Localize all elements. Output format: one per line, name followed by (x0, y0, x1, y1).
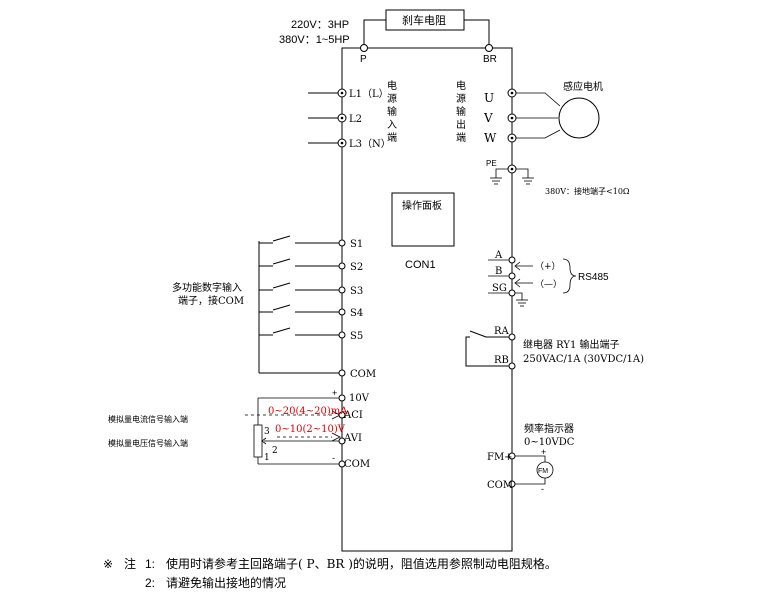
svg-text:源: 源 (456, 92, 466, 105)
analog-plus: + (332, 388, 337, 398)
svg-text:请避免输出接地的情况: 请避免输出接地的情况 (166, 575, 286, 590)
fm-minus-sign: - (541, 484, 544, 494)
terminal-s2: S2 (350, 262, 363, 273)
fm-meter-label: FM (538, 468, 548, 475)
terminal-br: BR (483, 54, 497, 65)
current-input-label: 模拟量电流信号输入端 (108, 414, 188, 424)
terminal-rb: RB (494, 355, 509, 366)
digital-input-switches (258, 235, 346, 377)
relay-contact (465, 330, 516, 370)
terminal-s4: S4 (350, 308, 363, 319)
digital-input-note-2: 端子，接COM (178, 294, 244, 307)
terminal-com-analog: COM (344, 459, 370, 470)
svg-text:使用时请参考主回路端子( P、BR )的说明，阻值选用参照制: 使用时请参考主回路端子( P、BR )的说明，阻值选用参照制动电阻规格。 (166, 556, 557, 571)
svg-text:电: 电 (456, 79, 466, 92)
pot-pin-1: 1 (264, 453, 270, 463)
terminal-pe: PE (486, 159, 497, 168)
svg-text:输: 输 (456, 105, 466, 118)
current-range: 0~20(4~20)mA (268, 406, 348, 417)
output-title: 电 源 输 出 端 (456, 79, 466, 144)
svg-text:端: 端 (456, 131, 466, 144)
voltage-range: 0~10(2~10)V (275, 424, 346, 435)
svg-text:注: 注 (124, 556, 136, 571)
terminal-l1: L1（L） (349, 88, 389, 100)
terminal-com-fm: COM (487, 480, 513, 491)
rs485-plus: （+） (535, 261, 561, 272)
svg-text:源: 源 (387, 92, 397, 105)
terminal-avi: AVI (343, 433, 362, 444)
svg-text:端: 端 (387, 131, 397, 144)
freq-meter-title: 频率指示器 (524, 422, 574, 435)
frequency-meter-wiring (508, 452, 546, 488)
analog-input-wiring (245, 394, 346, 468)
terminal-s5: S5 (350, 331, 363, 342)
terminal-a: A (494, 250, 503, 261)
terminal-p: P (360, 54, 367, 65)
svg-text:电: 电 (387, 79, 397, 92)
svg-text:※: ※ (103, 557, 113, 571)
motor-wires (516, 92, 561, 139)
ground-icon (490, 168, 534, 185)
pot-pin-3: 3 (264, 427, 270, 437)
notes: ※ 注 1: 使用时请参考主回路端子( P、BR )的说明，阻值选用参照制动电阻… (103, 556, 557, 590)
fm-meter-icon (536, 461, 554, 479)
power-spec-220v: 220V：3HP (291, 19, 349, 31)
relay-rating: 250VAC/1A (30VDC/1A) (523, 354, 644, 365)
analog-minus: - (332, 453, 335, 463)
power-input-lines (308, 88, 347, 148)
terminal-b: B (495, 266, 502, 277)
svg-text:2:: 2: (145, 576, 155, 590)
rs485-label: RS485 (578, 272, 609, 283)
rs485-wiring (488, 256, 577, 307)
terminal-sg: SG (492, 283, 507, 294)
pot-pin-2: 2 (272, 446, 278, 456)
terminal-10v: 10V (349, 393, 370, 404)
terminal-ra: RA (494, 326, 510, 337)
operation-panel (391, 192, 455, 247)
inverter-body (341, 47, 513, 552)
terminal-s1: S1 (350, 239, 363, 250)
digital-input-note-1: 多功能数字输入 (172, 281, 242, 294)
motor-icon (558, 97, 600, 139)
terminal-v: V (483, 111, 493, 125)
voltage-input-label: 模拟量电压信号输入端 (108, 438, 188, 448)
svg-text:入: 入 (387, 120, 397, 131)
con1-label: CON1 (405, 259, 436, 271)
terminal-u: U (484, 91, 494, 105)
input-title: 电 源 输 入 端 (387, 79, 397, 144)
power-spec-380v: 380V：1~5HP (279, 34, 350, 46)
terminal-s3: S3 (350, 286, 363, 297)
operation-panel-label: 操作面板 (402, 199, 442, 212)
terminal-com-digital: COM (350, 369, 376, 380)
motor-label: 感应电机 (563, 80, 603, 93)
terminal-l3: L3（N） (349, 138, 391, 150)
terminal-aci: ACI (343, 410, 363, 421)
svg-text:出: 出 (456, 118, 466, 131)
ground-note: 380V：接地端子<10Ω (545, 186, 630, 196)
terminal-l2: L2 (349, 114, 362, 125)
terminal-w: W (484, 131, 497, 145)
rs485-minus: （—） (535, 279, 562, 290)
svg-text:输: 输 (387, 105, 397, 118)
freq-meter-range: 0~10VDC (524, 437, 575, 448)
terminal-fm-plus: FM+ (487, 452, 513, 463)
relay-title: 继电器 RY1 输出端子 (523, 338, 620, 351)
svg-text:1:: 1: (145, 557, 155, 571)
fm-plus-sign: + (541, 447, 546, 457)
brake-resistor-label: 刹车电阻 (402, 13, 446, 27)
